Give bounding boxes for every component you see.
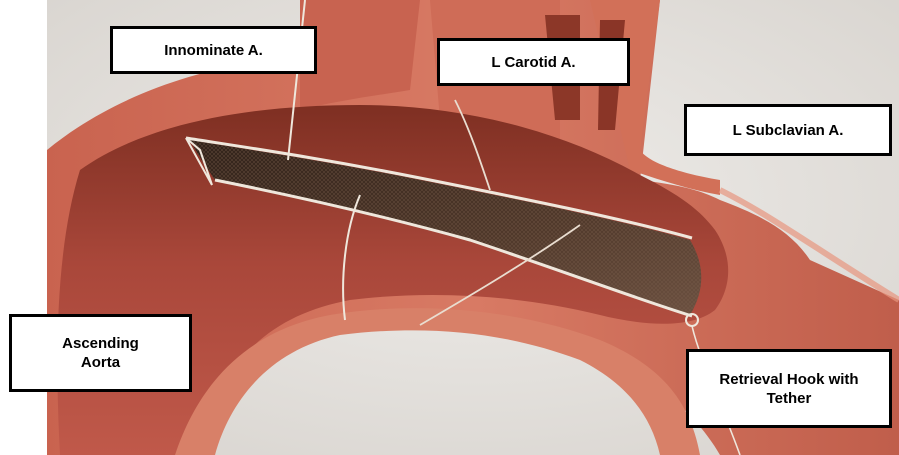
label-ascending-line1: Ascending (62, 334, 139, 353)
label-retrieval-hook: Retrieval Hook with Tether (686, 349, 892, 428)
label-left-subclavian-artery: L Subclavian A. (684, 104, 892, 156)
label-ascending-line2: Aorta (62, 353, 139, 372)
label-left-carotid-artery: L Carotid A. (437, 38, 630, 86)
label-innominate-text: Innominate A. (164, 41, 263, 60)
label-innominate-artery: Innominate A. (110, 26, 317, 74)
label-carotid-text: L Carotid A. (491, 53, 575, 72)
label-hook-line1: Retrieval Hook with (719, 370, 858, 389)
label-ascending-aorta: Ascending Aorta (9, 314, 192, 392)
label-hook-line2: Tether (719, 389, 858, 408)
label-subclavian-text: L Subclavian A. (733, 121, 844, 140)
